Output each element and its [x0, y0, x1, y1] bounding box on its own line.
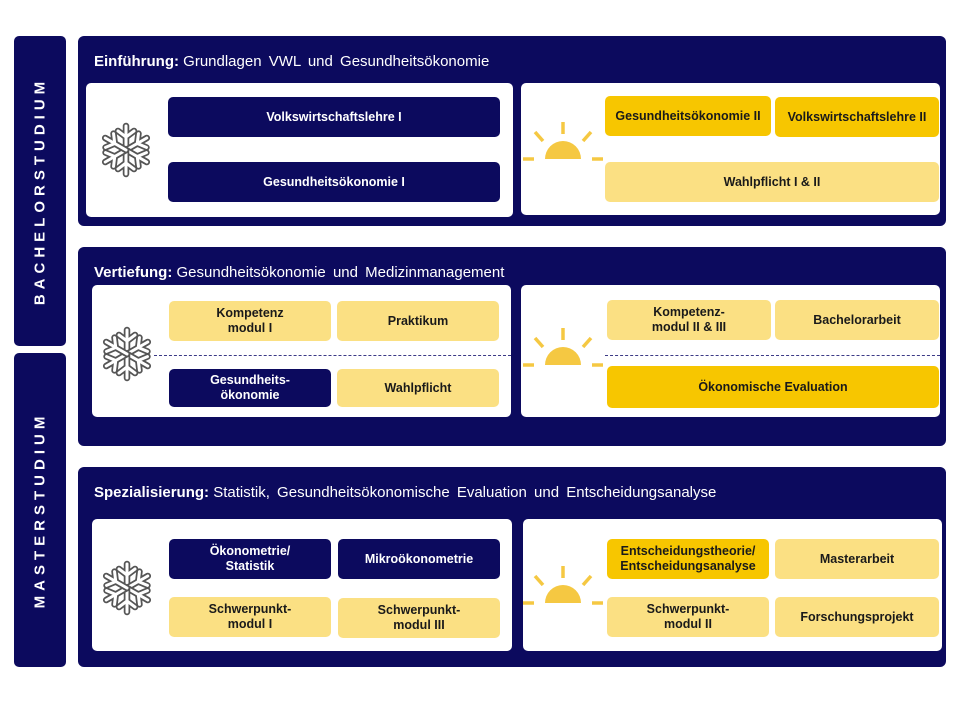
sun-icon [521, 564, 605, 605]
summer-semester-panel: Kompetenz- modul II & III Bachelorarbeit… [521, 285, 940, 417]
module-box: Volkswirtschaftslehre II [775, 97, 939, 137]
sun-icon [521, 120, 605, 161]
module-box: Masterarbeit [775, 539, 939, 579]
bachelor-label: BACHELORSTUDIUM [31, 76, 49, 306]
section-title-text: Grundlagen VWL und Gesundheitsökonomie [183, 53, 490, 70]
module-box: Praktikum [337, 301, 499, 341]
module-box: Forschungsprojekt [775, 597, 939, 637]
bachelor-sidebar: BACHELORSTUDIUM [14, 36, 66, 346]
snowflake-icon [92, 553, 162, 623]
module-box: Ökonometrie/ Statistik [169, 539, 331, 579]
module-box: Gesundheits- ökonomie [169, 369, 331, 407]
module-box: Kompetenz- modul II & III [607, 300, 771, 340]
section-title-text: Gesundheitsökonomie und Medizinmanagemen… [176, 264, 505, 281]
sun-icon [521, 326, 605, 367]
module-box: Bachelorarbeit [775, 300, 939, 340]
snowflake-icon [91, 115, 161, 185]
module-box: Schwerpunkt- modul I [169, 597, 331, 637]
module-box: Gesundheitsökonomie I [168, 162, 500, 202]
section-einfuehrung: Einführung: Grundlagen VWL und Gesundhei… [78, 36, 946, 226]
winter-semester-panel: Volkswirtschaftslehre I Gesundheitsökono… [86, 83, 513, 217]
section-title-bold: Vertiefung: [94, 264, 173, 281]
module-box: Ökonomische Evaluation [607, 366, 939, 408]
section-title: Einführung: Grundlagen VWL und Gesundhei… [94, 53, 489, 70]
section-title-bold: Einführung: [94, 53, 179, 70]
snowflake-icon [92, 319, 162, 389]
module-box: Mikroökonometrie [338, 539, 500, 579]
winter-semester-panel: Kompetenz modul I Praktikum Gesundheits-… [92, 285, 511, 417]
module-box: Schwerpunkt- modul III [338, 598, 500, 638]
dashed-divider [154, 355, 511, 356]
section-vertiefung: Vertiefung: Gesundheitsökonomie und Medi… [78, 247, 946, 446]
winter-semester-panel: Ökonometrie/ Statistik Mikroökonometrie … [92, 519, 512, 651]
module-box: Wahlpflicht [337, 369, 499, 407]
master-label: MASTERSTUDIUM [31, 411, 49, 609]
module-box: Wahlpflicht I & II [605, 162, 939, 202]
module-box: Gesundheitsökonomie II [605, 96, 771, 136]
section-title: Spezialisierung: Statistik, Gesundheitsö… [94, 484, 716, 501]
module-box: Schwerpunkt- modul II [607, 597, 769, 637]
summer-semester-panel: Gesundheitsökonomie II Volkswirtschaftsl… [521, 83, 940, 215]
module-box: Entscheidungstheorie/ Entscheidungsanaly… [607, 539, 769, 579]
section-title: Vertiefung: Gesundheitsökonomie und Medi… [94, 264, 504, 281]
module-box: Volkswirtschaftslehre I [168, 97, 500, 137]
section-title-text: Statistik, Gesundheitsökonomische Evalua… [213, 484, 717, 501]
module-box: Kompetenz modul I [169, 301, 331, 341]
dashed-divider [605, 355, 940, 356]
master-sidebar: MASTERSTUDIUM [14, 353, 66, 667]
section-spezialisierung: Spezialisierung: Statistik, Gesundheitsö… [78, 467, 946, 667]
section-title-bold: Spezialisierung: [94, 484, 210, 501]
summer-semester-panel: Entscheidungstheorie/ Entscheidungsanaly… [521, 519, 942, 651]
